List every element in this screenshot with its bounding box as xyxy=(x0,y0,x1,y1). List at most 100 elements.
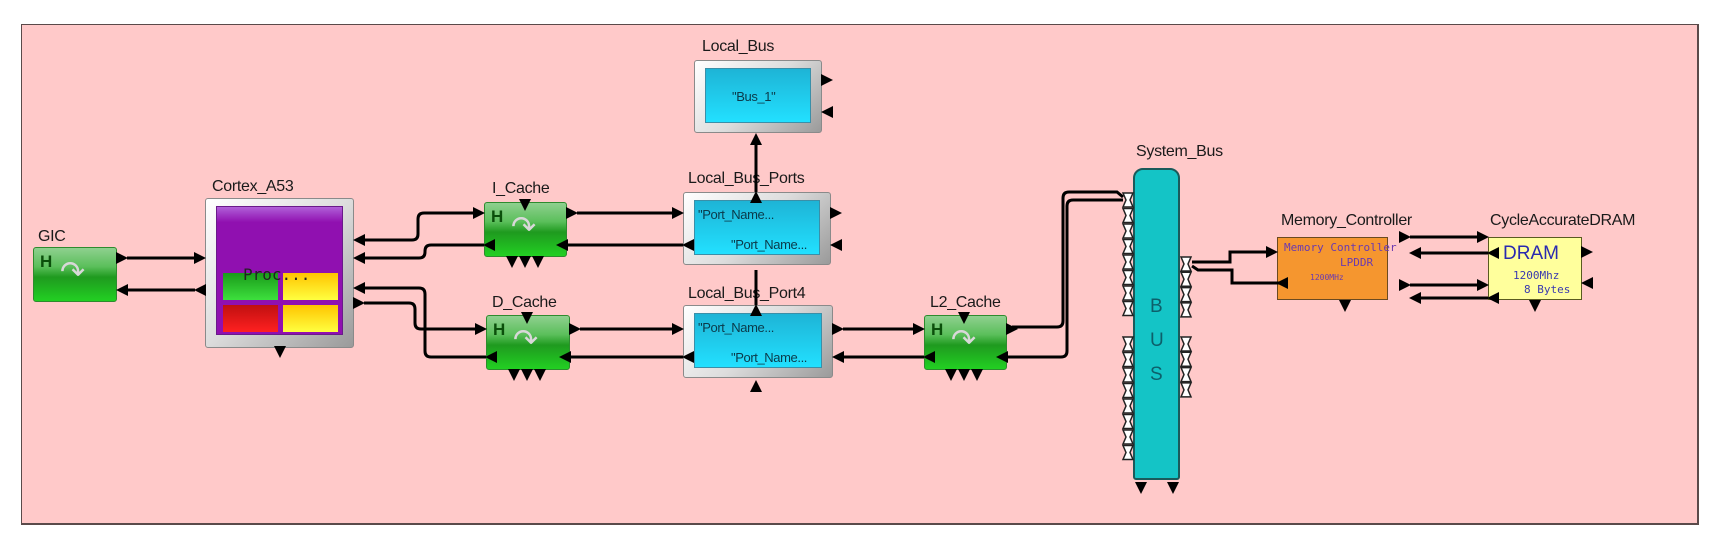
port-arrow-icon[interactable] xyxy=(913,323,925,335)
bus-port-icon[interactable] xyxy=(1121,429,1135,445)
bus-port-icon[interactable] xyxy=(1179,271,1193,288)
port-arrow-icon[interactable] xyxy=(569,323,581,335)
port-arrow-icon[interactable] xyxy=(958,369,970,381)
bus-port-icon[interactable] xyxy=(1179,286,1193,303)
bus-port-icon[interactable] xyxy=(1121,351,1135,368)
port-arrow-icon[interactable] xyxy=(353,282,365,294)
port-arrow-icon[interactable] xyxy=(473,207,485,219)
port-arrow-icon[interactable] xyxy=(559,351,571,363)
wire-icache-to-cortex[interactable] xyxy=(364,243,484,260)
port-arrow-icon[interactable] xyxy=(274,346,286,358)
port-arrow-icon[interactable] xyxy=(821,74,833,86)
port-arrow-icon[interactable] xyxy=(672,207,684,219)
bus-port-icon[interactable] xyxy=(1179,382,1193,398)
bus-port-icon[interactable] xyxy=(1121,413,1135,430)
port-arrow-icon[interactable] xyxy=(1477,231,1489,243)
port-arrow-icon[interactable] xyxy=(534,369,546,381)
port-arrow-icon[interactable] xyxy=(1487,247,1499,259)
port-arrow-icon[interactable] xyxy=(1006,323,1018,335)
port-arrow-icon[interactable] xyxy=(566,207,578,219)
port-arrow-icon[interactable] xyxy=(1399,279,1411,291)
port-arrow-icon[interactable] xyxy=(485,351,497,363)
gic-block[interactable]: H ↷ xyxy=(33,247,117,302)
wire-l2-to-system-bus[interactable] xyxy=(1012,190,1124,329)
port-arrow-icon[interactable] xyxy=(506,256,518,268)
bus-port-icon[interactable] xyxy=(1179,256,1193,272)
port-arrow-icon[interactable] xyxy=(832,351,844,363)
port-arrow-icon[interactable] xyxy=(521,369,533,381)
bus-port-icon[interactable] xyxy=(1121,300,1135,317)
system-bus-block[interactable]: B U S xyxy=(1133,168,1180,480)
port-arrow-icon[interactable] xyxy=(556,239,568,251)
i-cache-block[interactable]: H ↷ xyxy=(484,202,567,257)
l2-cache-block[interactable]: H ↷ xyxy=(924,315,1007,370)
port-arrow-icon[interactable] xyxy=(353,252,365,264)
bus-port-icon[interactable] xyxy=(1121,238,1135,255)
port-arrow-icon[interactable] xyxy=(750,133,762,145)
bus-port-icon[interactable] xyxy=(1121,269,1135,286)
wire-cortex-to-dcache[interactable] xyxy=(364,301,476,331)
d-cache-block[interactable]: H ↷ xyxy=(486,315,570,370)
port-arrow-icon[interactable] xyxy=(945,369,957,381)
port-arrow-icon[interactable] xyxy=(475,323,487,335)
bus-port-icon[interactable] xyxy=(1179,366,1193,383)
port-arrow-icon[interactable] xyxy=(116,252,128,264)
local-bus-block[interactable]: "Bus_1" xyxy=(694,60,822,133)
port-arrow-icon[interactable] xyxy=(958,312,970,324)
wire-cortex-to-icache[interactable] xyxy=(364,211,474,242)
port-arrow-icon[interactable] xyxy=(353,297,365,309)
port-arrow-icon[interactable] xyxy=(1409,247,1421,259)
bus-port-icon[interactable] xyxy=(1121,336,1135,352)
local-bus-port4-block[interactable]: "Port_Name... "Port_Name... xyxy=(683,305,833,378)
port-arrow-icon[interactable] xyxy=(116,284,128,296)
port-arrow-icon[interactable] xyxy=(1266,246,1278,258)
port-arrow-icon[interactable] xyxy=(1581,277,1593,289)
bus-port-icon[interactable] xyxy=(1121,254,1135,270)
bus-port-icon[interactable] xyxy=(1179,302,1193,318)
local-bus-ports-block[interactable]: "Port_Name... "Port_Name... xyxy=(683,192,831,265)
port-arrow-icon[interactable] xyxy=(1339,300,1351,312)
port-arrow-icon[interactable] xyxy=(1167,482,1179,494)
wire-mc-to-system-bus[interactable] xyxy=(1191,264,1282,285)
port-arrow-icon[interactable] xyxy=(1487,292,1499,304)
port-arrow-icon[interactable] xyxy=(519,256,531,268)
port-arrow-icon[interactable] xyxy=(1477,279,1489,291)
port-arrow-icon[interactable] xyxy=(1135,482,1147,494)
port-arrow-icon[interactable] xyxy=(353,234,365,246)
port-arrow-icon[interactable] xyxy=(519,199,531,211)
wire-system-bus-to-mc[interactable] xyxy=(1192,250,1267,264)
port-arrow-icon[interactable] xyxy=(483,239,495,251)
bus-port-icon[interactable] xyxy=(1121,192,1135,208)
port-arrow-icon[interactable] xyxy=(750,304,762,316)
port-arrow-icon[interactable] xyxy=(672,323,684,335)
cycle-accurate-dram-block[interactable]: DRAM 1200Mhz 8 Bytes xyxy=(1488,237,1582,300)
port-arrow-icon[interactable] xyxy=(1581,246,1593,258)
cortex-a53-block[interactable]: Proc... xyxy=(205,198,354,348)
port-arrow-icon[interactable] xyxy=(521,312,533,324)
wire-system-bus-to-l2[interactable] xyxy=(1007,198,1123,359)
bus-port-icon[interactable] xyxy=(1179,351,1193,368)
port-arrow-icon[interactable] xyxy=(832,323,844,335)
port-arrow-icon[interactable] xyxy=(821,106,833,118)
bus-port-icon[interactable] xyxy=(1121,398,1135,414)
port-arrow-icon[interactable] xyxy=(830,207,842,219)
bus-port-icon[interactable] xyxy=(1121,285,1135,301)
port-arrow-icon[interactable] xyxy=(532,256,544,268)
bus-port-icon[interactable] xyxy=(1121,382,1135,399)
port-arrow-icon[interactable] xyxy=(1276,277,1288,289)
port-arrow-icon[interactable] xyxy=(1529,300,1541,312)
port-arrow-icon[interactable] xyxy=(1399,231,1411,243)
port-arrow-icon[interactable] xyxy=(830,239,842,251)
port-arrow-icon[interactable] xyxy=(750,380,762,392)
port-arrow-icon[interactable] xyxy=(508,369,520,381)
port-arrow-icon[interactable] xyxy=(194,252,206,264)
memory-controller-block[interactable]: Memory Controller LPDDR 1200MHz xyxy=(1277,237,1397,300)
port-arrow-icon[interactable] xyxy=(682,351,694,363)
port-arrow-icon[interactable] xyxy=(194,284,206,296)
wire-dcache-to-cortex[interactable] xyxy=(364,286,486,359)
port-arrow-icon[interactable] xyxy=(1409,292,1421,304)
bus-port-icon[interactable] xyxy=(1121,223,1135,239)
port-arrow-icon[interactable] xyxy=(971,369,983,381)
bus-port-icon[interactable] xyxy=(1121,207,1135,224)
port-arrow-icon[interactable] xyxy=(923,351,935,363)
